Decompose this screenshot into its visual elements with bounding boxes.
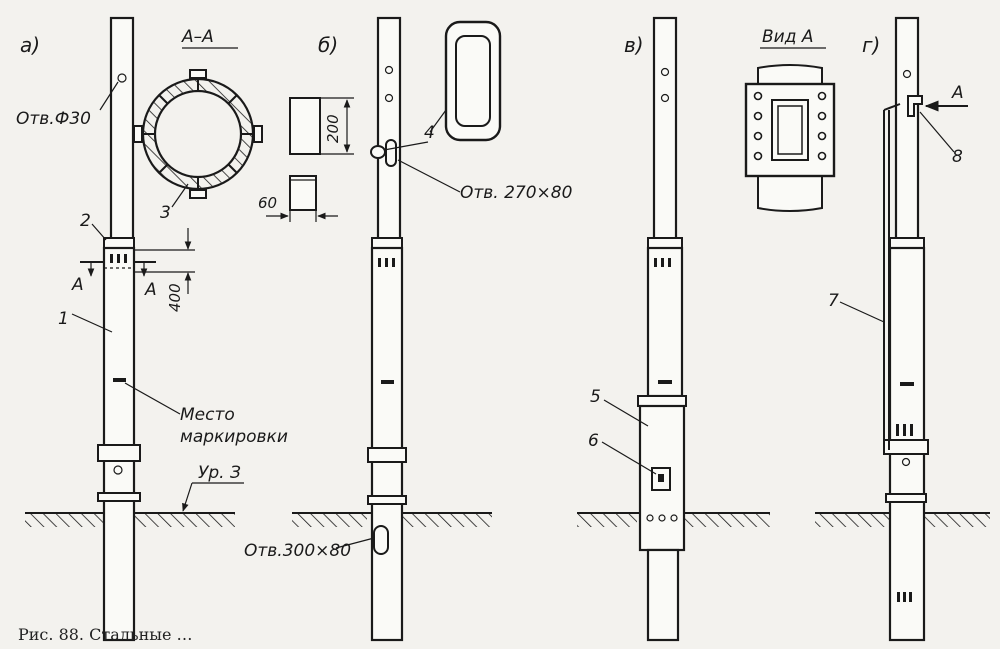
figure-a-title: а) [20, 33, 40, 57]
figure-b-hole-bottom-label: Отв.300×80 [244, 541, 351, 561]
figure-a-band-1 [97, 444, 141, 462]
figure-a-marking-slot [113, 378, 126, 382]
figure-v-ground [577, 512, 770, 527]
figure-a: а) А А [16, 16, 354, 642]
figure-g-label-8: 8 [952, 147, 963, 167]
figure-g-rail-7 [883, 103, 901, 111]
figure-a-marking-label-2: маркировки [180, 427, 288, 447]
plate-dim-60: 60 [258, 194, 277, 212]
figure-g-clamp-8 [907, 95, 923, 117]
figure-g: г) 7 8 А [815, 16, 990, 642]
figure-b: б) 4 Отв. 270×80 Отв.300×80 [244, 16, 572, 642]
figure-a-collar [103, 237, 135, 249]
figure-b-hole-top [385, 139, 397, 167]
section-label-3: 3 [160, 203, 171, 223]
figure-b-detail-4 [444, 20, 502, 142]
figure-a-dim-400: 400 [134, 228, 195, 312]
figure-g-title: г) [862, 33, 880, 57]
figure-a-label-1: 1 [58, 309, 69, 329]
figure-v: в) 5 6 Вид А [577, 16, 836, 642]
plate-detail-small [289, 175, 317, 211]
figure-g-arrow-a-label: А [951, 83, 964, 103]
figure-a-section-mark-right: А [144, 280, 157, 300]
figure-b-label-4: 4 [424, 123, 435, 143]
svg-text:400: 400 [166, 283, 184, 312]
figure-a-band-2 [97, 492, 141, 502]
section-a-a: А–А 3 [133, 27, 354, 223]
figure-b-upper-pipe [376, 16, 402, 242]
figure-a-section-mark-left: А [71, 275, 84, 295]
figure-b-title: б) [318, 33, 338, 57]
figure-a-label-2: 2 [80, 211, 91, 231]
figure-g-upper-pipe [894, 16, 920, 242]
figure-a-hole-circle [117, 73, 127, 83]
figure-v-mid-pipe [646, 246, 684, 398]
figure-b-hole-top-label: Отв. 270×80 [460, 183, 572, 203]
view-a-title: Вид А [762, 27, 814, 47]
figure-b-hole-bottom [373, 525, 389, 555]
figure-a-ground-level-label: Ур. З [198, 463, 241, 483]
figure-v-label-6: 6 [588, 431, 599, 451]
plate-detail [289, 97, 321, 155]
figure-a-marking-label-1: Место [180, 405, 235, 425]
figure-v-label-5: 5 [590, 387, 601, 407]
figure-a-upper-pipe [109, 16, 135, 242]
figure-a-hole-label: Отв.Ф30 [16, 109, 91, 129]
figure-g-label-7: 7 [828, 291, 839, 311]
section-a-a-title: А–А [181, 27, 214, 47]
figure-v-upper-pipe [652, 16, 678, 242]
figure-v-title: в) [624, 33, 644, 57]
figure-b-lower-pipe [370, 246, 404, 642]
view-a: Вид А [744, 27, 836, 212]
plate-dim-200: 200 [324, 114, 342, 143]
figure-caption: Рис. 88. Стальные … [18, 625, 193, 644]
